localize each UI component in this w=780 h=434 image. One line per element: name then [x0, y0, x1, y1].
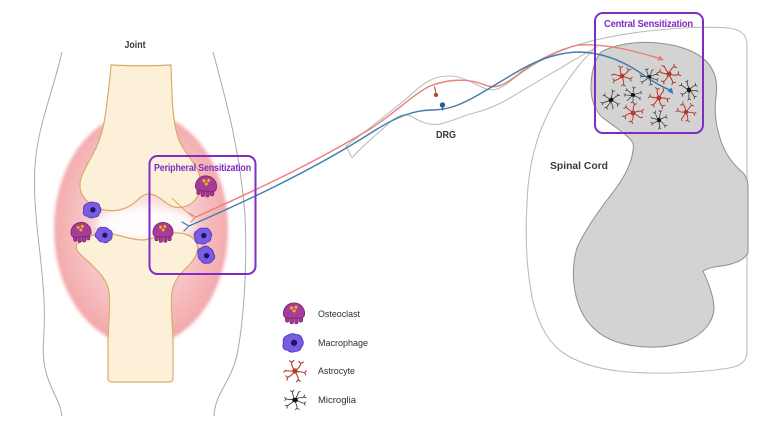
gray-matter	[572, 41, 749, 348]
osteoclast-icon	[282, 302, 306, 325]
spinal-cord-illustration	[345, 26, 749, 374]
legend-item-microglia: Microglia	[284, 389, 357, 411]
drg-blue-soma	[439, 102, 446, 108]
macrophage-icon	[282, 333, 304, 353]
anatomy-labels: Joint DRG Spinal Cord	[125, 40, 609, 172]
legend: Osteoclast Macrophage Astrocyte Microgli…	[282, 302, 368, 411]
peripheral-sensitization-label: Peripheral Sensitization	[154, 163, 251, 174]
spinal-cord-label: Spinal Cord	[550, 160, 608, 172]
red-fiber-arrowhead	[657, 55, 665, 61]
skin-outline-left	[33, 51, 63, 417]
legend-label: Osteoclast	[318, 309, 360, 320]
drg-red-soma-stem	[434, 86, 437, 94]
lower-bone	[75, 232, 199, 383]
callouts: Peripheral Sensitization Central Sensiti…	[148, 12, 704, 275]
macrophage-cell	[82, 201, 102, 219]
drg-label: DRG	[436, 130, 456, 141]
central-sensitization-box	[594, 12, 704, 134]
legend-item-osteoclast: Osteoclast	[282, 302, 360, 325]
drg-red-soma	[434, 93, 438, 97]
legend-item-astrocyte: Astrocyte	[283, 359, 355, 383]
central-sensitization-label: Central Sensitization	[604, 19, 693, 30]
white-matter-and-nerve-sheath-outline	[345, 26, 748, 374]
joint-capsule-line	[171, 197, 196, 220]
astrocyte-icon	[283, 359, 307, 383]
red-free-nerve-ending	[188, 212, 197, 223]
red-nociceptor-fiber	[195, 44, 660, 218]
nerve-pathway	[181, 44, 674, 232]
legend-item-macrophage: Macrophage	[282, 333, 368, 353]
joint-illustration	[33, 51, 247, 417]
peripheral-sensitization-box	[148, 155, 257, 275]
microglia-icon	[284, 389, 307, 411]
blue-fiber-arrowhead	[667, 87, 674, 94]
legend-label: Macrophage	[318, 338, 368, 349]
skin-outline-right	[212, 51, 247, 417]
blue-afferent-fiber	[188, 51, 671, 227]
blue-free-nerve-ending	[181, 221, 190, 232]
joint-label: Joint	[125, 40, 147, 51]
legend-label: Microglia	[318, 395, 357, 406]
legend-label: Astrocyte	[318, 366, 355, 377]
